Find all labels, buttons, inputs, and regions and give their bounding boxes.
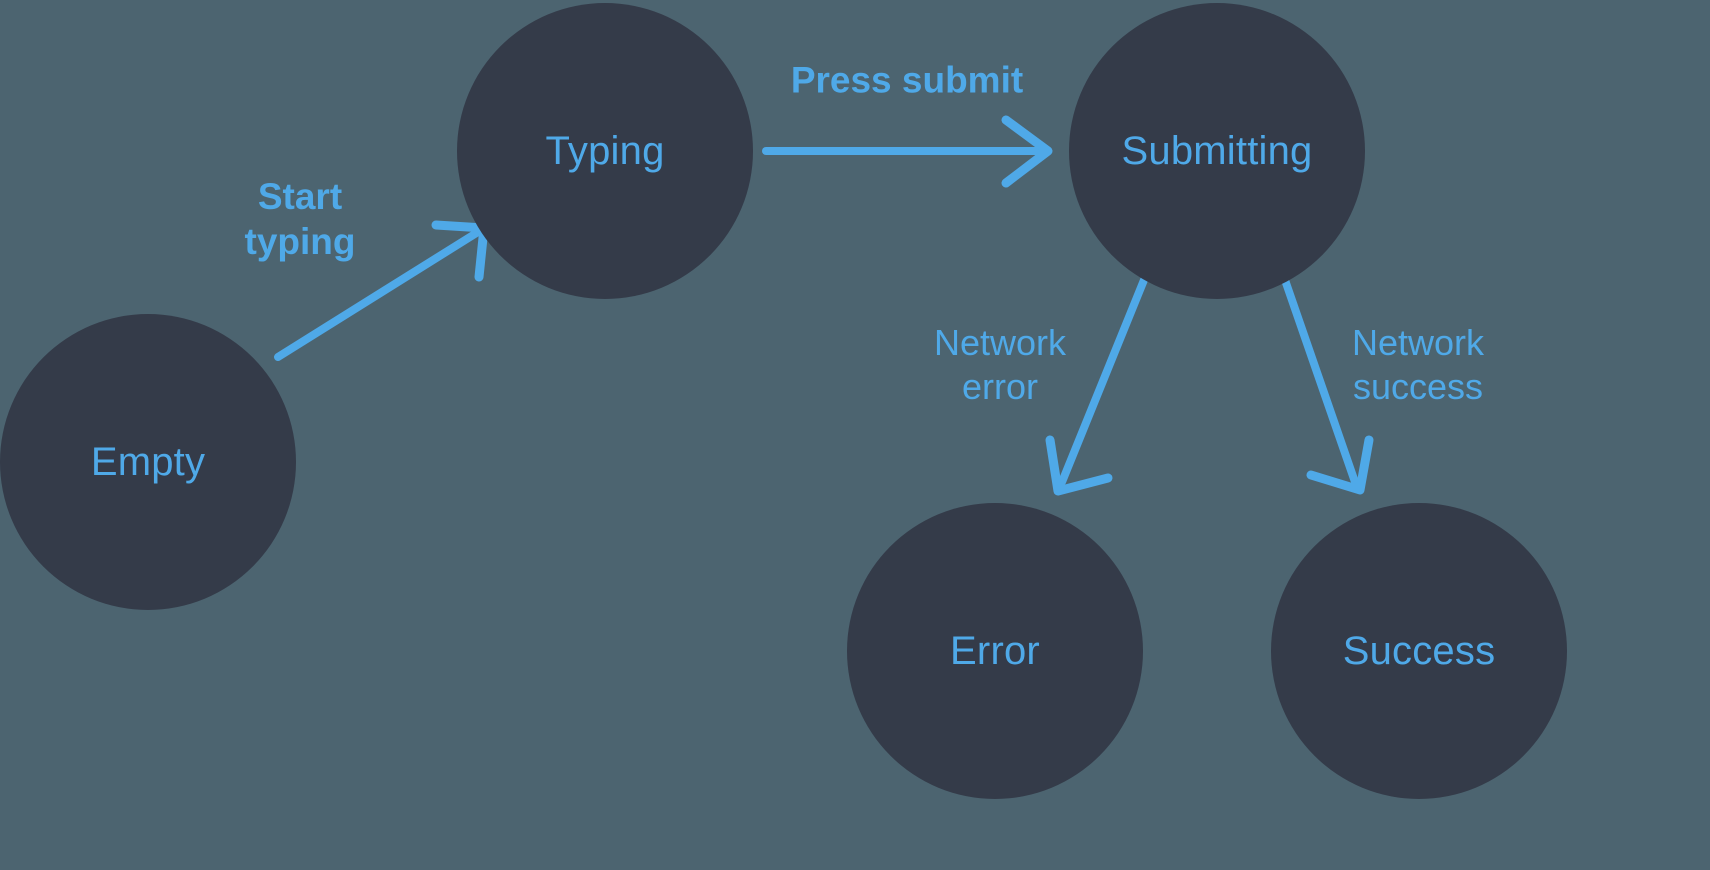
state-node-typing[interactable]: Typing — [457, 3, 753, 299]
state-node-label: Typing — [545, 129, 665, 173]
state-node-empty[interactable]: Empty — [0, 314, 296, 610]
transition-label-press-submit: Press submit — [790, 59, 1024, 101]
state-node-label: Error — [950, 629, 1040, 673]
state-node-label: Empty — [90, 440, 206, 484]
arrow-typing-to-submitting — [762, 115, 1053, 188]
state-node-label: Success — [1342, 629, 1496, 673]
arrow-submitting-to-success — [1281, 276, 1374, 495]
state-node-label: Submitting — [1121, 129, 1313, 173]
arrow-submitting-to-error — [1045, 276, 1148, 496]
state-node-success[interactable]: Success — [1271, 503, 1567, 799]
state-node-submitting[interactable]: Submitting — [1069, 3, 1365, 299]
transition-label-network-success: Network success — [1351, 322, 1485, 407]
transition-label-network-error: Network error — [933, 322, 1067, 407]
transition-label-start-typing: Start typing — [244, 175, 356, 262]
state-node-error[interactable]: Error — [847, 503, 1143, 799]
